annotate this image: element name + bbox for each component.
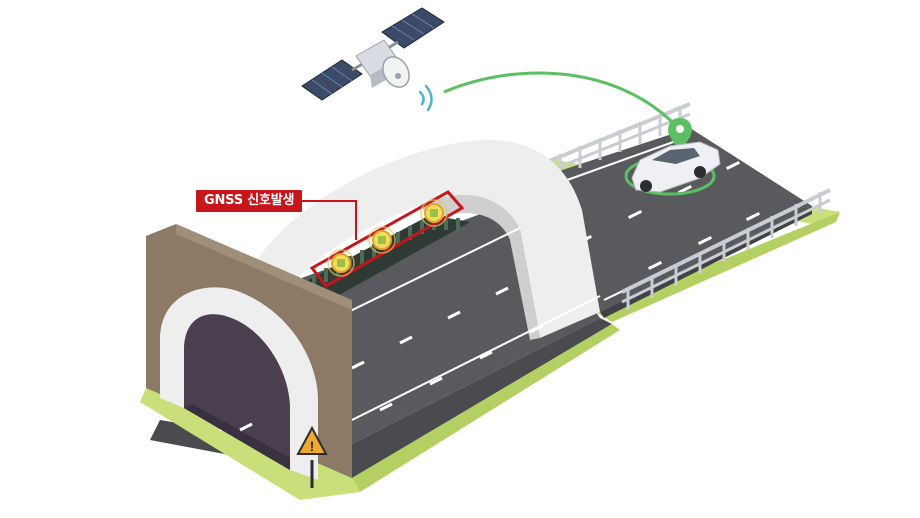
tunnel <box>140 140 620 500</box>
svg-text:!: ! <box>310 438 315 454</box>
gnss-emitter-icon <box>420 199 448 227</box>
signal-wave-icon <box>418 84 433 112</box>
gnss-emitter-icon <box>327 249 355 277</box>
gnss-emitter-icon <box>368 226 396 254</box>
callout-leader <box>300 200 357 240</box>
gnss-emitter-frame <box>309 190 465 288</box>
warning-sign-icon: ! <box>296 425 328 488</box>
car-icon <box>624 141 721 196</box>
location-pin-icon <box>668 118 692 150</box>
satellite-icon <box>301 7 445 101</box>
signal-path <box>443 71 680 130</box>
gnss-callout-label: GNSS 신호발생 <box>196 190 303 212</box>
guardrail-near <box>621 188 831 310</box>
